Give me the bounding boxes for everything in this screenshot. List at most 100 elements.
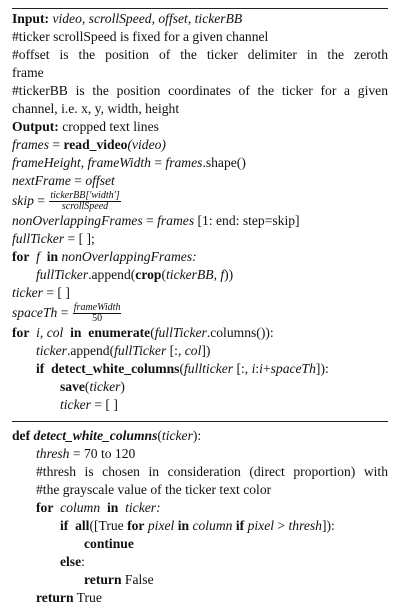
keyword-return: return: [84, 572, 122, 587]
var-ticker: ticker: [36, 343, 67, 358]
var-full-ticker: fullTicker: [36, 267, 89, 282]
keyword-in: in: [70, 325, 82, 340]
keyword-for: for: [12, 249, 30, 264]
method-columns: .columns()):: [206, 325, 274, 340]
var-column: column: [192, 518, 233, 533]
code-line-skip: skip = tickerBB['width']scrollSpeed: [12, 190, 392, 212]
var-space-th: spaceTh: [12, 305, 58, 320]
var-ticker: ticker: [125, 500, 157, 515]
code-line-def: def detect_white_columns(ticker):: [12, 427, 392, 445]
var-non-overlapping-frames: nonOverlappingFrames: [12, 213, 143, 228]
var-i-col: i, col: [36, 325, 64, 340]
empty-list: = [ ]: [42, 285, 70, 300]
var-space-th: spaceTh: [270, 361, 316, 376]
keyword-if: if: [60, 518, 69, 533]
code-line-nonoverlapping: nonOverlappingFrames = frames [1: end: s…: [12, 212, 392, 230]
colon: :: [192, 249, 197, 264]
bracket: ]):: [315, 361, 329, 376]
code-line-if: if all([True for pixel in column if pixe…: [60, 517, 420, 535]
var-ticker: ticker: [60, 397, 91, 412]
list-open: ([True: [89, 518, 128, 533]
var-offset: offset: [85, 173, 115, 188]
code-line-frames: frames = read_video(video): [12, 136, 392, 154]
empty-list: = [ ];: [64, 231, 95, 246]
code-line-ticker-append: ticker.append(fullTicker [:, col]): [36, 342, 416, 360]
code-line-for: for column in ticker:: [36, 499, 416, 517]
comment-line: #ticker scrollSpeed is fixed for a given…: [12, 29, 269, 44]
keyword-in: in: [106, 500, 119, 515]
var-ticker-bb: tickerBB: [166, 267, 214, 282]
fn-enumerate: enumerate: [88, 325, 151, 340]
comment-line: #tickerBB is the position coordinates of…: [12, 83, 388, 98]
param-ticker: ticker: [161, 428, 193, 443]
keyword-if: if: [36, 361, 45, 376]
var-col: col: [184, 343, 202, 358]
var-pixel: pixel: [147, 518, 175, 533]
operator: =: [142, 213, 158, 228]
code-line-save: save(ticker): [60, 378, 420, 396]
paren: (: [150, 325, 155, 340]
var-skip: skip: [12, 193, 34, 208]
method-append: .append(: [88, 267, 136, 282]
var-thresh: thresh: [288, 518, 322, 533]
operator: =: [33, 193, 49, 208]
method-append: .append(: [66, 343, 115, 358]
code-line-return-true: return True: [36, 589, 416, 607]
fraction-denominator: 50: [92, 313, 103, 325]
var-ticker: ticker: [89, 379, 121, 394]
colon: :: [255, 361, 260, 376]
var-frames: frames: [12, 137, 50, 152]
code-line-fullticker-append: fullTicker.append(crop(tickerBB, f)): [36, 266, 416, 284]
code-line-shape: frameHeight, frameWidth = frames.shape(): [12, 154, 392, 172]
comment-line: channel, i.e. x, y, width, height: [12, 101, 180, 116]
code-line-thresh: thresh = 70 to 120: [36, 445, 416, 463]
code-line-fullticker: fullTicker = [ ];: [12, 230, 392, 248]
paren: ):: [192, 428, 202, 443]
operator: >: [274, 518, 289, 533]
fn-save: save: [60, 379, 85, 394]
code-line-nextframe: nextFrame = offset: [12, 172, 392, 190]
paren: (: [84, 379, 90, 394]
paren: (: [157, 428, 162, 443]
fn-detect-white-columns: detect_white_columns: [33, 428, 158, 443]
keyword-continue: continue: [84, 536, 134, 551]
comment-line: frame: [12, 65, 44, 80]
code-line-if1: if detect_white_columns(fullticker [:, i…: [36, 360, 416, 378]
keyword-in: in: [46, 249, 59, 264]
keyword-if: if: [235, 518, 245, 533]
colon: :: [156, 500, 161, 515]
input-args: video, scrollSpeed, offset, tickerBB: [52, 11, 243, 26]
code-line-else: else:: [60, 553, 420, 571]
keyword-def: def: [12, 428, 31, 443]
operator: +: [262, 361, 271, 376]
output-keyword: Output:: [12, 119, 59, 134]
code-line-for2: for i, col in enumerate(fullTicker.colum…: [12, 324, 392, 342]
operator: =: [49, 137, 64, 152]
fraction-denominator: scrollSpeed: [61, 201, 109, 213]
separator: ,: [213, 267, 221, 282]
var-fullticker: fullticker: [184, 361, 234, 376]
bracket: ]):: [321, 518, 335, 533]
var-full-ticker: fullTicker: [114, 343, 167, 358]
arg-video: (video): [127, 137, 166, 152]
var-frames: frames: [157, 213, 195, 228]
var-non-overlapping-frames: nonOverlappingFrames: [61, 249, 193, 264]
middle-rule: [12, 421, 388, 422]
paren: ): [120, 379, 125, 394]
separator: ,: [80, 155, 88, 170]
paren: (: [161, 267, 167, 282]
var-pixel: pixel: [247, 518, 275, 533]
var-full-ticker: fullTicker: [12, 231, 65, 246]
comment-line: #offset is the position of the ticker de…: [12, 47, 388, 62]
keyword-else: else: [60, 554, 82, 569]
fn-all: all: [75, 518, 90, 533]
code-line-continue: continue: [84, 535, 420, 553]
colon: :: [81, 554, 85, 569]
input-line: Input: video, scrollSpeed, offset, ticke…: [12, 10, 392, 28]
operator: =: [150, 155, 166, 170]
code-line-ticker-reset: ticker = [ ]: [60, 396, 420, 414]
var-thresh: thresh: [36, 446, 70, 461]
output-line: Output: cropped text lines: [12, 118, 392, 136]
